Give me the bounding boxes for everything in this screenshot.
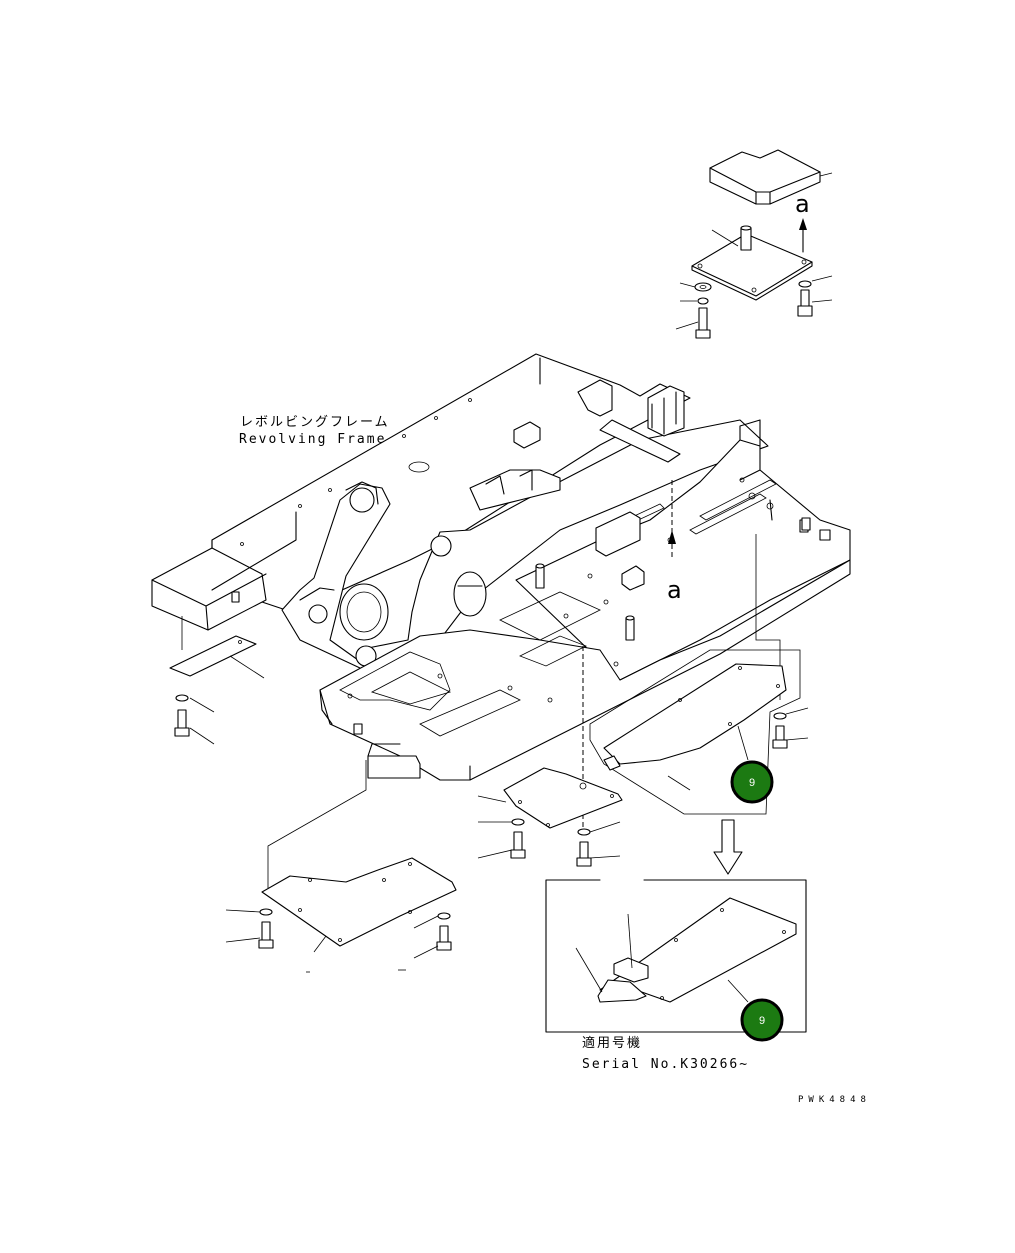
frame-label: レボルビングフレーム Revolving Frame — [239, 415, 390, 447]
frame-label-jp: レボルビングフレーム — [240, 415, 390, 430]
top-detail-assembly: a — [675, 149, 833, 339]
serial-detail-box: 9 — [545, 879, 807, 1042]
callout-circle-2[interactable] — [740, 998, 784, 1042]
revolving-frame: a — [151, 353, 851, 781]
view-letter-a-top: a — [795, 190, 810, 218]
center-under-cover — [477, 646, 623, 867]
down-arrow-icon — [713, 819, 743, 875]
left-under-cover — [169, 616, 265, 745]
callout-label-1: 9 — [749, 777, 755, 789]
bottom-left-cover — [225, 760, 457, 973]
callout-label-2: 9 — [759, 1015, 765, 1027]
callout-circle-1[interactable] — [730, 760, 774, 804]
serial-label-en: Serial No.K30266~ — [582, 1057, 749, 1072]
drawing-code: PWK4848 — [798, 1095, 871, 1105]
serial-label-jp: 適用号機 — [582, 1035, 642, 1051]
frame-label-en: Revolving Frame — [239, 432, 386, 447]
right-cover-assembly: 9 — [589, 534, 809, 815]
view-letter-a-main: a — [667, 576, 682, 604]
